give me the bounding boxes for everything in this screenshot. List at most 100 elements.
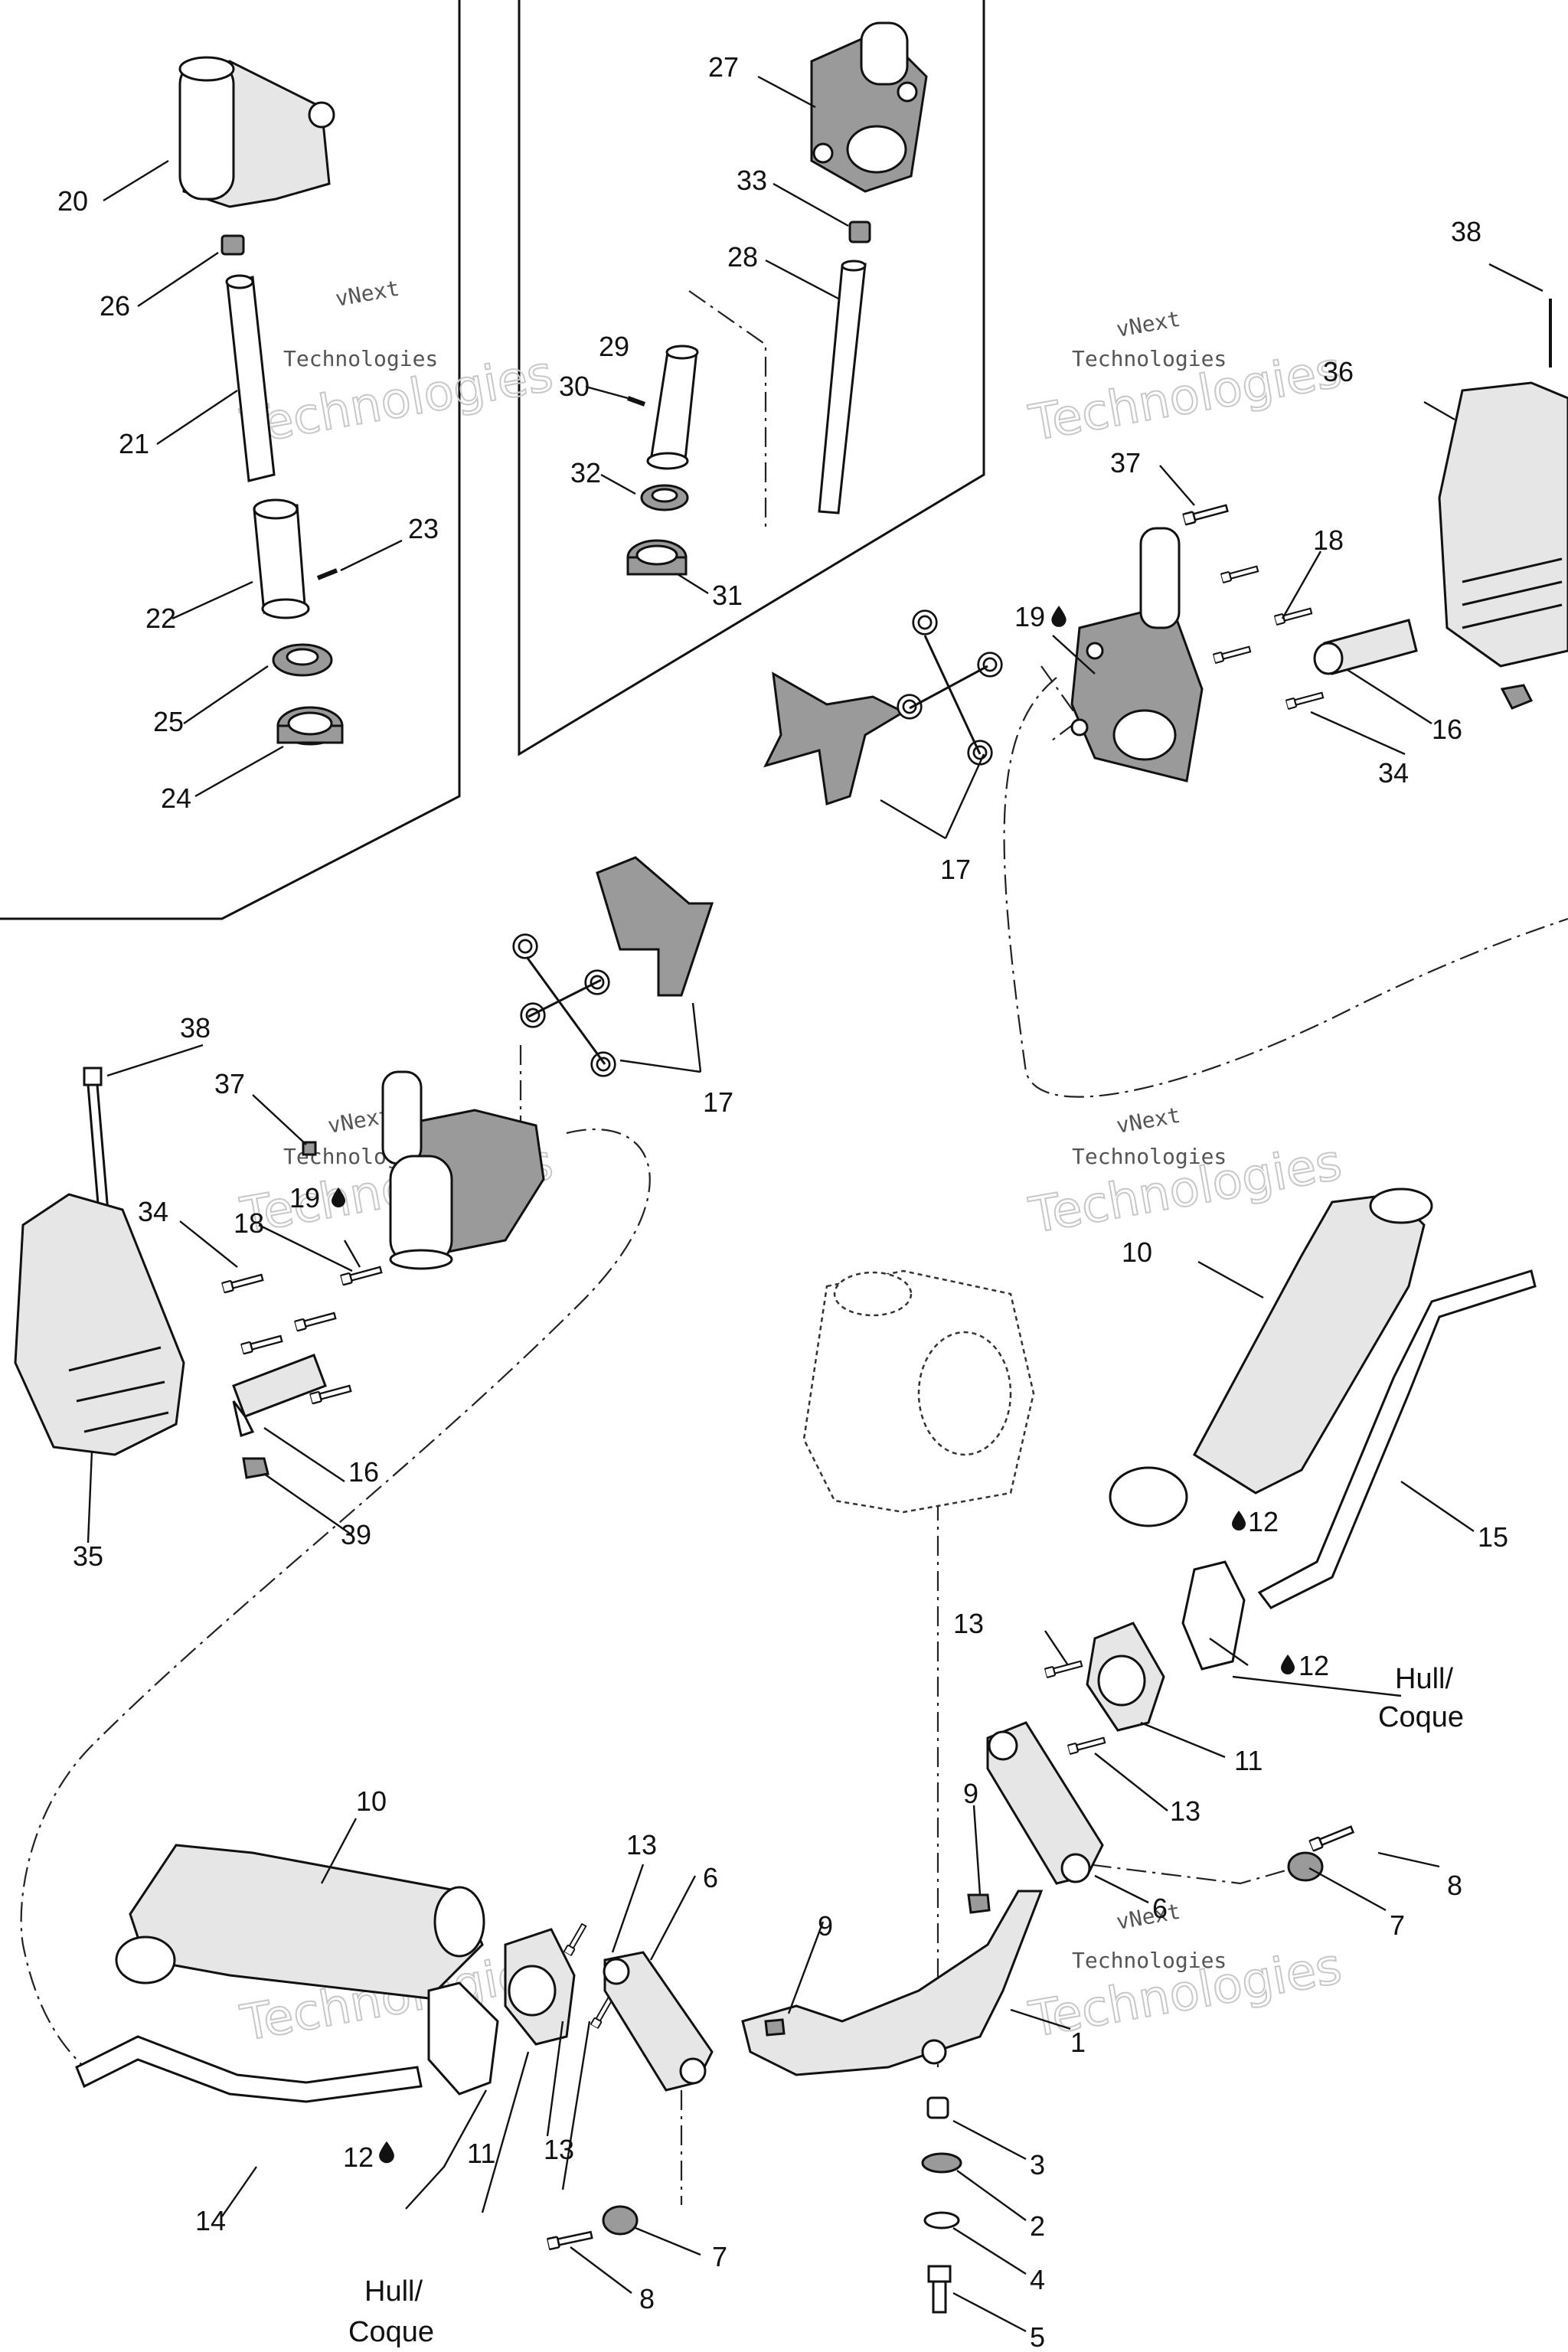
callout-6-right: 6 (1152, 1893, 1168, 1924)
callout-12-right-a: 12 (1248, 1506, 1279, 1537)
svg-text:Technologies: Technologies (283, 346, 438, 371)
callout-39: 39 (341, 1519, 371, 1550)
part-9-nut-left (764, 2018, 786, 2037)
part-26-bushing (220, 234, 245, 256)
part-9-nut-right (967, 1893, 991, 1914)
callout-26: 26 (100, 290, 130, 322)
callout-19-right: 19 (1014, 601, 1045, 632)
part-5-bolt (927, 2265, 952, 2314)
part-39-nut-right (1500, 684, 1534, 710)
inset-frame-left (0, 0, 461, 920)
callout-11-right: 11 (1234, 1745, 1263, 1776)
drop-icon (1281, 1655, 1295, 1674)
callout-34-left: 34 (138, 1196, 168, 1227)
part-10-boot-left (115, 1844, 485, 2000)
part-35-cover-left (14, 1193, 185, 1456)
callout-22: 22 (145, 603, 176, 634)
part-6-link-left (603, 1951, 714, 2092)
hull-label-right: Hull/ (1395, 1663, 1453, 1695)
callout-16-right: 16 (1432, 714, 1462, 745)
callout-37-right: 37 (1110, 447, 1141, 479)
part-11-flange-left (504, 1928, 576, 2046)
callout-38-left: 38 (180, 1012, 211, 1044)
part-7-washer-right (1287, 1851, 1324, 1882)
part-27-steering-housing (810, 21, 928, 193)
callout-15: 15 (1478, 1521, 1508, 1553)
callout-11-left: 11 (467, 2138, 495, 2169)
callout-20: 20 (57, 185, 88, 217)
assembly-path-lines (20, 290, 1568, 2205)
callout-10-left: 10 (356, 1785, 387, 1817)
part-39-nut-left (242, 1457, 270, 1479)
part-1-steering-lever (741, 1890, 1044, 2076)
part-30-pin (626, 396, 646, 407)
callout-30: 30 (559, 371, 590, 402)
watermark-4: vNext Technologies Technologies (1024, 1102, 1347, 1246)
callout-12-right-b: 12 (1298, 1650, 1329, 1681)
part-19-steering-housing-left (381, 1070, 545, 1270)
callout-23: 23 (408, 513, 439, 544)
callout-24: 24 (161, 782, 191, 814)
drop-icon (1232, 1511, 1246, 1530)
part-32-seal (640, 484, 689, 511)
callout-19-left: 19 (289, 1182, 320, 1214)
part-21-shaft (225, 274, 276, 482)
part-3-spacer (926, 2096, 949, 2119)
hull-label-left: Hull/ (364, 2275, 423, 2308)
watermark-2: vNext Technologies Technologies (1024, 306, 1347, 453)
coque-label-right: Coque (1378, 1701, 1464, 1733)
part-36-cover-right (1438, 381, 1568, 668)
part-12-gasket-left (427, 1981, 499, 2096)
part-17-arm-upper-left (512, 856, 714, 1077)
part-37-bolt-left (302, 1141, 317, 1156)
callout-3: 3 (1030, 2149, 1045, 2180)
callout-8-right: 8 (1447, 1870, 1462, 1901)
callout-27: 27 (708, 51, 739, 83)
callout-38-right: 38 (1451, 216, 1481, 247)
callout-25: 25 (153, 706, 184, 737)
leader-lines (87, 75, 1544, 2333)
callout-14: 14 (195, 2205, 226, 2236)
part-8-bolt-right (1308, 1823, 1355, 1852)
callout-18-right: 18 (1313, 524, 1344, 556)
callout-28: 28 (727, 241, 758, 273)
part-18-bolts-right (1212, 564, 1325, 710)
part-14-hose (75, 2035, 423, 2103)
part-19-steering-housing-right (1070, 527, 1204, 782)
callout-12-left: 12 (343, 2141, 374, 2173)
part-17-arm-upper-right (763, 609, 1003, 805)
callout-6-left: 6 (703, 1862, 718, 1893)
callout-13-right-b: 13 (1170, 1795, 1200, 1827)
part-28-shaft (818, 260, 867, 514)
part-7-washer-left (602, 2205, 639, 2236)
part-24-nut (276, 706, 344, 746)
part-6-link-right (986, 1721, 1104, 1885)
svg-text:Technologies: Technologies (1072, 346, 1227, 371)
callout-32: 32 (570, 457, 601, 488)
part-8-bolt-left (546, 2229, 594, 2251)
part-20-steering-housing (178, 56, 335, 208)
part-11-flange-right (1086, 1622, 1165, 1732)
callout-29: 29 (599, 331, 629, 362)
drop-icon (1051, 606, 1067, 627)
callout-10-right: 10 (1122, 1236, 1152, 1268)
part-15-hose (1257, 1269, 1537, 1609)
svg-text:vNext: vNext (333, 276, 401, 312)
watermark-1: vNext Technologies Technologies (236, 276, 558, 457)
part-29-sleeve (646, 345, 699, 470)
callout-9-right: 9 (963, 1778, 978, 1809)
callout-17-right: 17 (940, 854, 971, 885)
part-31-nut (626, 539, 688, 576)
callout-13-left-b: 13 (544, 2134, 574, 2165)
callout-13-left-a: 13 (626, 1829, 657, 1860)
part-4-washer (923, 2211, 960, 2230)
callout-16-left: 16 (348, 1456, 379, 1488)
callout-4: 4 (1030, 2264, 1045, 2295)
callout-9-left: 9 (818, 1910, 833, 1942)
callout-33: 33 (737, 165, 767, 196)
callout-13-right-a: 13 (953, 1608, 984, 1639)
part-22-sleeve (253, 498, 310, 619)
callout-34-right: 34 (1378, 757, 1409, 789)
coque-label-left: Coque (348, 2316, 434, 2348)
